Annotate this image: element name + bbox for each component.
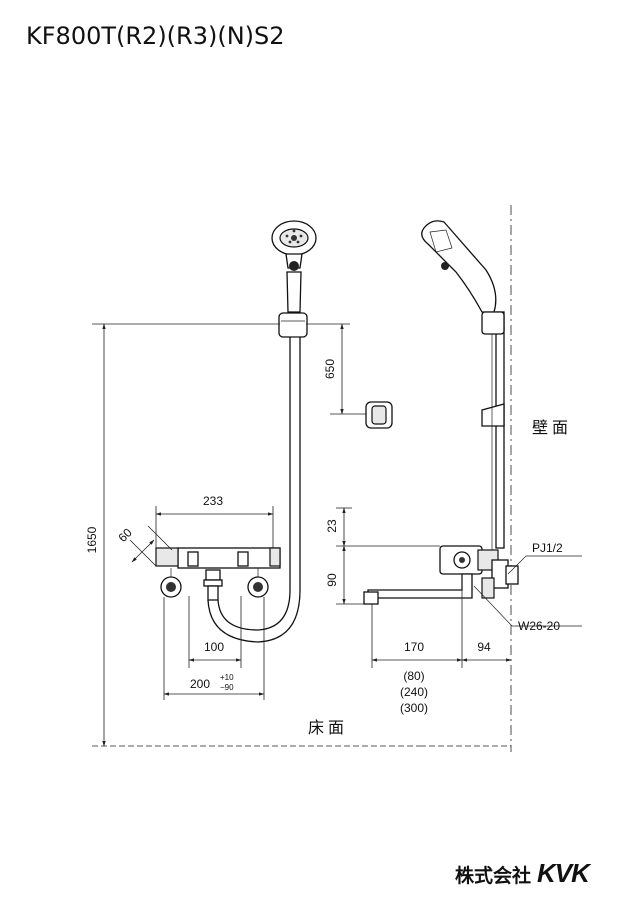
page-title: KF800T(R2)(R3)(N)S2 — [26, 22, 285, 50]
dim-300: (300) — [400, 701, 428, 715]
dim-170: 170 — [404, 640, 424, 654]
side-dimensions: 23 90 170 94 (80) (240) (300) PJ1/2 W26-… — [325, 507, 582, 715]
shower-head-front — [271, 220, 317, 313]
holder-side-top — [481, 311, 505, 335]
label-floor: 床面 — [308, 718, 348, 737]
label-w26: W26-20 — [518, 619, 560, 633]
brand-name: KVK — [537, 858, 590, 888]
dim-80: (80) — [403, 669, 424, 683]
dim-23: 23 — [325, 519, 339, 533]
brand-logo: 株式会社 KVK — [455, 858, 590, 889]
front-dimensions: 1650 650 233 60 100 200 +10 −90 — [85, 323, 420, 747]
dim-94: 94 — [477, 640, 491, 654]
dim-233: 233 — [203, 494, 223, 508]
mixer-body-side — [363, 545, 519, 605]
tol-plus: +10 — [220, 673, 234, 682]
shower-head-side — [421, 220, 497, 313]
dim-200: 200 — [190, 677, 210, 691]
label-wall: 壁面 — [532, 418, 572, 437]
side-view — [363, 205, 519, 752]
dim-1650: 1650 — [85, 526, 99, 553]
mixer-body-front — [155, 547, 281, 601]
tol-minus: −90 — [220, 683, 234, 692]
front-view — [155, 220, 393, 643]
shower-hose-front — [217, 337, 291, 631]
label-pj12: PJ1/2 — [532, 541, 563, 555]
wall-hook-front — [365, 401, 393, 429]
slide-holder-front — [278, 312, 308, 338]
dim-240: (240) — [400, 685, 428, 699]
slide-bar-side — [495, 311, 505, 549]
dim-100: 100 — [204, 640, 224, 654]
brand-japanese: 株式会社 — [455, 865, 532, 887]
dim-90: 90 — [325, 573, 339, 587]
holder-side-bottom — [481, 403, 505, 427]
dim-650: 650 — [323, 359, 337, 379]
